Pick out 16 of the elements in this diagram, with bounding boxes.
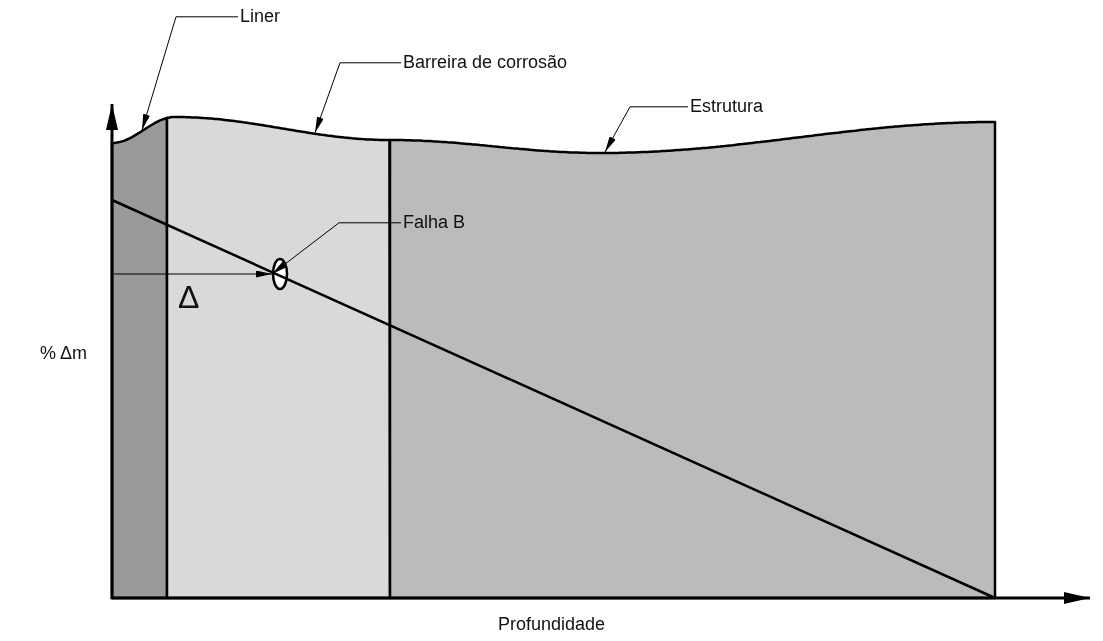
leader-line xyxy=(314,62,402,134)
layer-label: Estrutura xyxy=(690,96,764,118)
axis-title: Profundidade xyxy=(498,614,606,636)
structure-layer xyxy=(390,120,995,598)
axis-title: % Δm xyxy=(40,343,88,365)
failure-label: Falha B xyxy=(403,212,466,234)
layer-label: Barreira de corrosão xyxy=(403,52,568,74)
leader-line xyxy=(141,16,239,131)
barrier-layer xyxy=(167,115,390,598)
arrow xyxy=(113,270,273,278)
leader-line xyxy=(604,106,689,153)
delta-symbol: Δ xyxy=(178,278,200,317)
liner-layer xyxy=(112,116,167,598)
layer-label: Liner xyxy=(240,6,281,28)
leader-line xyxy=(271,222,402,275)
failure-ellipse xyxy=(271,257,289,291)
